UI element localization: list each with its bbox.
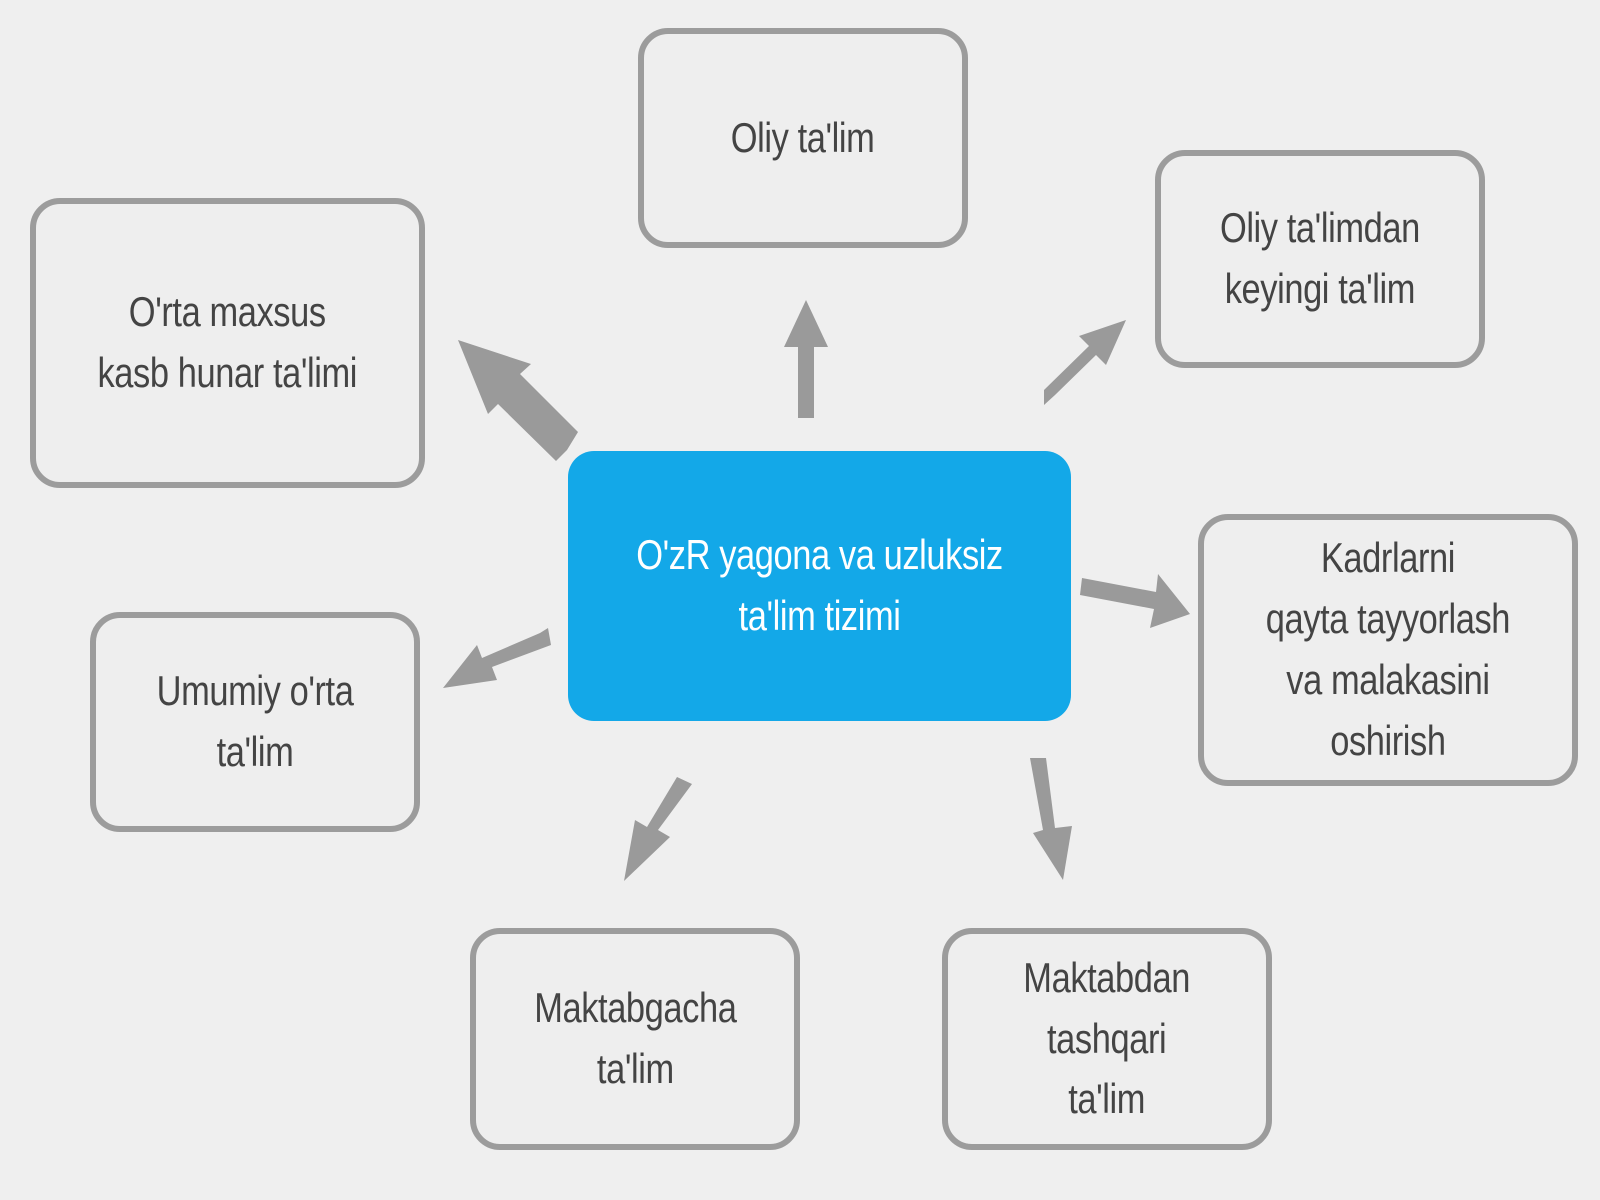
node-orta-maxsus: O'rta maxsus kasb hunar ta'limi	[30, 198, 425, 488]
arrow-to-maktabdan-tashqari	[1030, 758, 1072, 880]
node-maktabdan-tashqari-label: Maktabdan tashqari ta'lim	[1023, 953, 1191, 1123]
node-oliy-keyingi-talim: Oliy ta'limdan keyingi ta'lim	[1155, 150, 1485, 368]
center-node: O'zR yagona va uzluksiz ta'lim tizimi	[568, 451, 1071, 721]
node-oliy-talim-label: Oliy ta'lim	[731, 113, 875, 161]
arrow-to-maktabgacha	[624, 777, 692, 881]
node-kadrlar: Kadrlarni qayta tayyorlash va malakasini…	[1198, 514, 1578, 786]
node-oliy-talim: Oliy ta'lim	[638, 28, 968, 248]
arrow-to-oliy-keyingi	[1044, 320, 1126, 405]
node-maktabgacha: Maktabgacha ta'lim	[470, 928, 800, 1150]
node-umumiy-orta-label: Umumiy o'rta ta'lim	[156, 667, 354, 775]
node-umumiy-orta: Umumiy o'rta ta'lim	[90, 612, 420, 832]
arrow-to-kadrlar	[1080, 574, 1190, 628]
node-orta-maxsus-label: O'rta maxsus kasb hunar ta'limi	[97, 288, 358, 396]
node-maktabdan-tashqari: Maktabdan tashqari ta'lim	[942, 928, 1272, 1150]
arrow-to-oliy	[784, 300, 828, 418]
arrow-to-umumiy	[443, 628, 551, 688]
node-oliy-keyingi-talim-label: Oliy ta'limdan keyingi ta'lim	[1220, 204, 1420, 312]
node-maktabgacha-label: Maktabgacha ta'lim	[533, 984, 737, 1092]
node-kadrlar-label: Kadrlarni qayta tayyorlash va malakasini…	[1265, 534, 1511, 764]
arrow-to-orta-maxsus	[458, 340, 578, 461]
center-node-label: O'zR yagona va uzluksiz ta'lim tizimi	[636, 531, 1003, 639]
